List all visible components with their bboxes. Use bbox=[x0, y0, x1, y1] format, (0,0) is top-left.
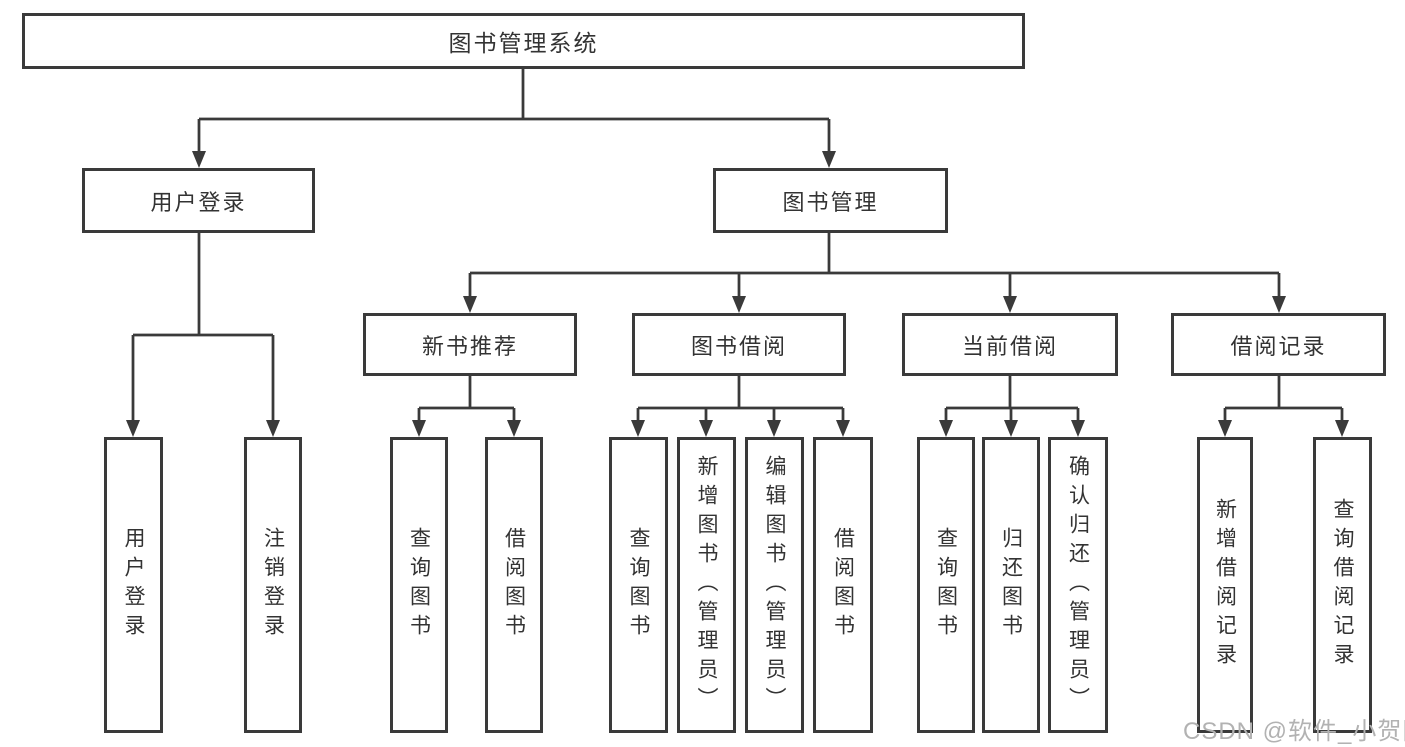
leaf-edit-book-admin-label: 编辑图书（管理员） bbox=[763, 454, 786, 716]
leaf-borrow-books-recommend: 借阅图书 bbox=[485, 437, 543, 733]
leaf-borrow-books-label: 借阅图书 bbox=[831, 527, 855, 643]
leaf-confirm-return-admin-label: 确认归还（管理员） bbox=[1066, 454, 1090, 716]
node-user-login: 用户登录 bbox=[82, 168, 315, 233]
leaf-add-borrow-record-label: 新增借阅记录 bbox=[1213, 498, 1237, 672]
leaf-user-login: 用户登录 bbox=[104, 437, 163, 733]
node-book-borrow: 图书借阅 bbox=[632, 313, 846, 376]
node-current-borrow-label: 当前借阅 bbox=[961, 333, 1058, 359]
leaf-borrow-books: 借阅图书 bbox=[813, 437, 873, 733]
node-new-book-recommend-label: 新书推荐 bbox=[421, 333, 518, 359]
leaf-query-books-recommend: 查询图书 bbox=[390, 437, 448, 733]
node-borrow-records: 借阅记录 bbox=[1171, 313, 1386, 376]
node-book-management: 图书管理 bbox=[713, 168, 948, 233]
leaf-confirm-return-admin: 确认归还（管理员） bbox=[1048, 437, 1108, 733]
connector-path bbox=[131, 68, 1344, 422]
leaf-add-book-admin-label: 新增图书（管理员） bbox=[695, 454, 718, 716]
node-root-label: 图书管理系统 bbox=[448, 30, 599, 56]
leaf-user-login-label: 用户登录 bbox=[122, 527, 145, 643]
leaf-return-book-label: 归还图书 bbox=[999, 527, 1023, 643]
leaf-add-borrow-record: 新增借阅记录 bbox=[1197, 437, 1253, 733]
node-root: 图书管理系统 bbox=[22, 13, 1025, 69]
leaf-query-books-recommend-label: 查询图书 bbox=[407, 527, 431, 643]
node-book-management-label: 图书管理 bbox=[782, 189, 879, 215]
node-new-book-recommend: 新书推荐 bbox=[363, 313, 577, 376]
leaf-query-books-current-label: 查询图书 bbox=[934, 527, 958, 643]
leaf-edit-book-admin: 编辑图书（管理员） bbox=[745, 437, 804, 733]
leaf-query-books-borrow: 查询图书 bbox=[609, 437, 668, 733]
leaf-query-borrow-record: 查询借阅记录 bbox=[1313, 437, 1372, 733]
leaf-logout-label: 注销登录 bbox=[261, 527, 285, 643]
node-book-borrow-label: 图书借阅 bbox=[690, 333, 787, 359]
leaf-return-book: 归还图书 bbox=[982, 437, 1040, 733]
node-user-login-label: 用户登录 bbox=[150, 189, 247, 215]
node-borrow-records-label: 借阅记录 bbox=[1230, 333, 1327, 359]
watermark: CSDN @软件_小贺同学 bbox=[1183, 718, 1405, 745]
leaf-logout: 注销登录 bbox=[244, 437, 302, 733]
leaf-borrow-books-recommend-label: 借阅图书 bbox=[502, 527, 526, 643]
leaf-query-books-current: 查询图书 bbox=[917, 437, 975, 733]
leaf-add-book-admin: 新增图书（管理员） bbox=[677, 437, 736, 733]
leaf-query-books-borrow-label: 查询图书 bbox=[627, 527, 650, 643]
leaf-query-borrow-record-label: 查询借阅记录 bbox=[1331, 498, 1354, 672]
node-current-borrow: 当前借阅 bbox=[902, 313, 1118, 376]
